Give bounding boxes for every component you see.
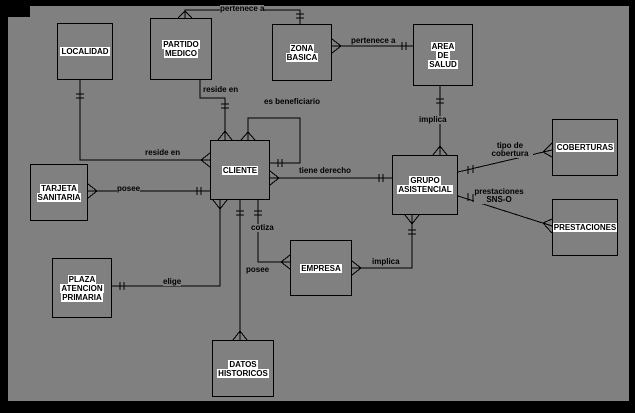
entity-label: CLIENTE <box>221 165 259 175</box>
relation-label-reside-en-localidad: reside en <box>145 148 181 157</box>
connector-tipo-de-cobertura <box>457 142 553 174</box>
entity-label: SALUD <box>428 59 458 69</box>
connector-posee-tarjeta <box>87 183 210 199</box>
relation-text: prestaciones <box>474 187 524 196</box>
entity-label: PLAZA <box>67 274 97 284</box>
relation-label-posee-tarjeta: posee <box>117 184 141 193</box>
entity-label: ASISTENCIAL <box>397 185 453 194</box>
entity-grupo-asistencial: GRUPO ASISTENCIAL <box>392 155 458 215</box>
relation-text: cotiza <box>251 223 274 232</box>
entity-label: DATOS <box>228 359 258 369</box>
entity-tarjeta-sanitaria: TARJETA SANITARIA <box>30 164 88 221</box>
relation-label-implica-area: implica <box>419 116 447 124</box>
entity-zona-basica: ZONA BASICA <box>272 24 332 81</box>
relation-label-tiene-derecho: tiene derecho <box>299 166 352 175</box>
relation-text: pertenece a <box>220 4 265 13</box>
entity-partido-medico: PARTIDO MEDICO <box>150 18 212 80</box>
relation-text: pertenece a <box>351 36 396 45</box>
relation-text: SNS-O <box>486 195 512 204</box>
entity-localidad: LOCALIDAD <box>57 23 113 80</box>
entity-label: ATENCION <box>60 283 104 293</box>
entity-label: ZONA <box>289 43 315 53</box>
relation-text: reside en <box>203 85 239 94</box>
entity-label: MEDICO <box>164 49 198 58</box>
relation-label-implica-empresa: implica <box>372 258 400 266</box>
frame-corner-block <box>0 0 30 17</box>
relation-text: posee <box>117 184 141 193</box>
relation-label-pertenece-a-zona-area: pertenece a <box>351 36 396 45</box>
entity-label: AREA <box>430 41 456 51</box>
entity-plaza-atencion-primaria: PLAZA ATENCION PRIMARIA <box>52 258 112 318</box>
entity-label: TARJETA <box>40 183 78 193</box>
relation-label-cotiza: cotiza <box>251 224 274 232</box>
entity-label: HISTORICOS <box>217 368 269 378</box>
relation-text: elige <box>163 277 182 286</box>
relation-text: tiene derecho <box>299 166 352 175</box>
relation-text: reside en <box>145 148 181 157</box>
entity-datos-historicos: DATOS HISTORICOS <box>212 340 274 397</box>
entity-label: DE <box>436 50 450 60</box>
connector-reside-en-localidad <box>76 80 211 168</box>
entity-prestaciones: PRESTACIONES <box>552 199 618 256</box>
relation-text: implica <box>372 257 400 266</box>
entity-label: PRIMARIA <box>61 292 103 302</box>
entity-cliente: CLIENTE <box>210 140 270 200</box>
connector-posee-datos <box>232 200 248 341</box>
connector-es-beneficiario <box>240 117 301 167</box>
relation-label-tipo-de-cobertura: tipo de cobertura <box>487 142 533 158</box>
entity-label: SANITARIA <box>36 192 82 202</box>
relation-label-reside-en-partido: reside en <box>203 85 239 94</box>
connector-prestaciones-sns-o <box>457 193 553 234</box>
connector-tiene-derecho <box>269 170 392 186</box>
relation-label-elige: elige <box>163 277 182 286</box>
relation-label-es-beneficiario: es beneficiario <box>264 97 321 106</box>
entity-label: PARTIDO <box>162 40 200 49</box>
entity-label: LOCALIDAD <box>60 47 110 56</box>
connector-cotiza <box>254 200 291 270</box>
entity-label: BASICA <box>285 52 319 62</box>
relation-text: cobertura <box>491 149 529 158</box>
entity-coberturas: COBERTURAS <box>552 119 618 176</box>
relation-text: tipo de <box>496 141 524 150</box>
relation-label-prestaciones-sns-o: prestaciones SNS-O <box>474 188 524 204</box>
connector-implica-empresa <box>351 214 420 276</box>
entity-area-de-salud: AREA DE SALUD <box>413 24 473 86</box>
relation-text: es beneficiario <box>264 97 321 106</box>
connector-reside-en-partido <box>199 80 233 141</box>
connector-elige <box>112 199 228 290</box>
entity-label: PRESTACIONES <box>552 223 618 232</box>
entity-empresa: EMPRESA <box>290 240 352 296</box>
entity-label: COBERTURAS <box>555 143 615 152</box>
relation-label-pertenece-a-partido-zona: pertenece a <box>220 4 265 13</box>
entity-label: EMPRESA <box>300 263 342 273</box>
connector-pertenece-a-zona-area <box>331 38 413 54</box>
relation-label-posee-datos: posee <box>246 265 270 274</box>
relation-text: implica <box>419 115 447 124</box>
relation-text: posee <box>246 265 270 274</box>
entity-label: GRUPO <box>409 176 441 185</box>
